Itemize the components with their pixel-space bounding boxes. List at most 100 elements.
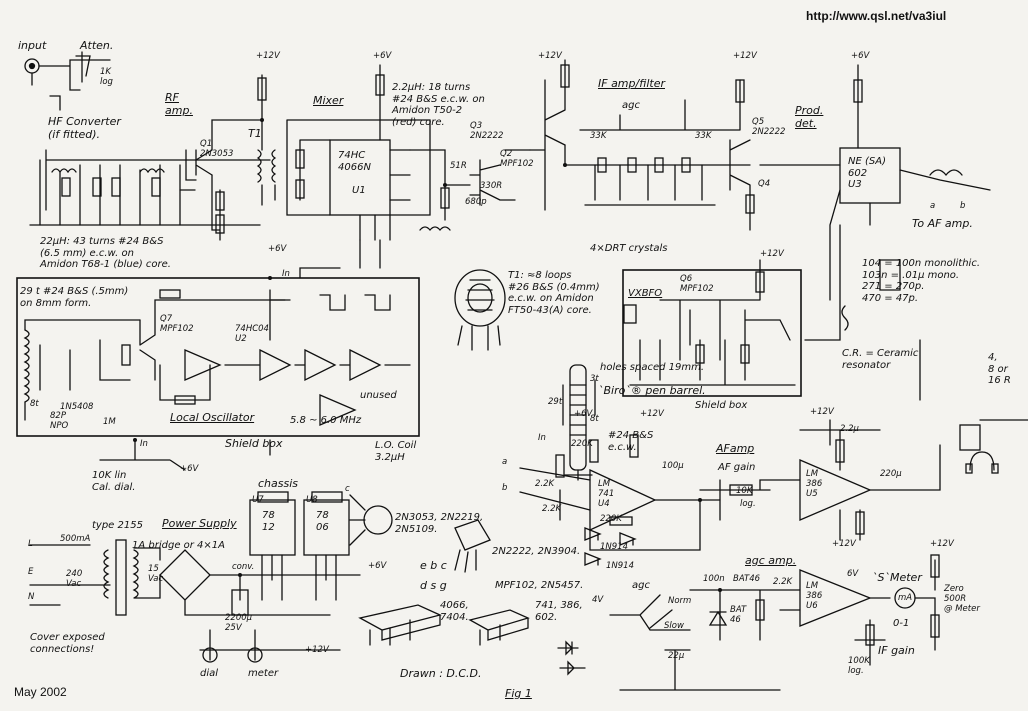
af-amp-label: AFamp <box>716 442 755 455</box>
af-gain-label: AF gain <box>718 462 756 473</box>
crystal-filter <box>597 157 691 173</box>
if-amp-filter-label: IF amp/filter <box>598 77 665 90</box>
figure-label: Fig 1 <box>505 687 532 700</box>
to92-outline <box>454 519 491 551</box>
8t-label: 8t <box>30 399 39 409</box>
conv-label: conv. <box>232 562 255 572</box>
u6-label: LM 386 U6 <box>806 581 823 611</box>
r33k-label: 33K <box>695 131 712 141</box>
in-label-2: In <box>282 269 290 279</box>
c100n-agc: 100n <box>703 574 725 584</box>
r2k2-label-2: 2.2K <box>542 504 562 514</box>
atten-pot-label: 1K log <box>100 67 113 87</box>
norm-label: Norm <box>668 596 692 606</box>
shield-box-label: Shield box <box>225 437 283 450</box>
note-dial: dial <box>200 668 219 679</box>
pin-c-label: c <box>345 484 350 494</box>
out-a-label: a <box>930 201 936 211</box>
pinout-to92: 2N2222, 2N3904. <box>492 546 581 557</box>
v6-2: +6V <box>851 51 870 61</box>
log-label: log. <box>740 499 756 509</box>
agc-amp-label: agc amp. <box>745 554 797 567</box>
note-monolithic: 104 = 100n monolithic. 103n = .01µ mono.… <box>862 258 981 304</box>
u7-tag: U7 <box>252 495 264 505</box>
v6-3: +6V <box>268 244 287 254</box>
d1n5408-label: 1N5408 <box>60 402 94 412</box>
pinout-ebc: e b c <box>420 559 447 572</box>
prod-det-label: Prod. det. <box>795 104 824 130</box>
note-ecw: #24 B&S e.c.w. <box>608 430 654 453</box>
v12-8: +12V <box>930 539 954 549</box>
diode-symbol <box>557 640 586 676</box>
local-oscillator-box <box>16 277 420 437</box>
drawn-by-label: Drawn : D.C.D. <box>400 667 482 680</box>
s-meter-label: `S`Meter <box>872 571 922 584</box>
n-label: N <box>28 592 35 602</box>
v12-5: +12V <box>640 409 664 419</box>
8t-coil-label: 8t <box>590 414 599 424</box>
u5-lm386 <box>799 459 872 521</box>
date-label: May 2002 <box>14 685 67 699</box>
note-speaker: 4, 8 or 16 R <box>988 352 1011 386</box>
r220k-fb-label: 220K <box>600 514 622 524</box>
v6l-label: 6V <box>847 569 859 579</box>
c22u-label: 22µ <box>668 651 685 661</box>
note-t1: T1: ≈8 loops #26 B&S (0.4mm) e.c.w. on A… <box>508 270 600 316</box>
c680-label: 680p <box>465 197 487 207</box>
q2-label: Q2 MPF102 <box>500 149 534 169</box>
e-label: E <box>28 567 34 577</box>
atten-label: Atten. <box>80 39 114 52</box>
shield-box2-label: Shield box <box>695 400 748 411</box>
u8-label: 78 06 <box>316 510 329 533</box>
source-url: http://www.qsl.net/va3iul <box>806 9 947 23</box>
r220k-label: 220K <box>571 439 593 449</box>
input-label: input <box>18 39 47 52</box>
vxbfo-box <box>622 269 802 397</box>
note-cover: Cover exposed connections! <box>30 632 105 655</box>
r330-label: 330R <box>480 181 503 191</box>
power-supply-label: Power Supply <box>162 517 237 530</box>
r1m-label: 1M <box>103 417 116 427</box>
v6-1: +6V <box>373 51 392 61</box>
note-transformer: type 2155 <box>92 520 143 531</box>
pinout-dsg: d s g <box>420 579 447 592</box>
pinout-fet: MPF102, 2N5457. <box>495 580 584 591</box>
note-holes: holes spaced 19mm. <box>600 362 705 373</box>
ma-label: mA <box>898 593 913 603</box>
r2k2-label-3: 2.2K <box>773 577 793 587</box>
u4-label: LM 741 U4 <box>598 479 615 509</box>
note-freq: 5.8 ~ 6.0 MHz <box>290 415 362 426</box>
u4-741 <box>589 468 657 532</box>
note-ceramic-resonator: C.R. = Ceramic resonator <box>842 348 919 371</box>
note-cal-dial: 10K lin Cal. dial. <box>92 470 136 493</box>
c82p-label: 82P NPO <box>50 411 69 431</box>
v12-3: +12V <box>733 51 757 61</box>
r51-label: 51R <box>450 161 467 171</box>
local-oscillator-label: Local Oscillator <box>170 411 255 424</box>
3t-label: 3t <box>590 374 599 384</box>
hf-converter-label: HF Converter (if fitted). <box>48 115 121 141</box>
input-a-label: a <box>502 457 508 467</box>
chassis-label: chassis <box>258 477 299 490</box>
pinout-dip14: 4066, 7404. <box>440 600 469 623</box>
note-osc-coil: 29 t #24 B&S (.5mm) on 8mm form. <box>20 286 129 309</box>
r100k-log-label: 100K log. <box>848 656 870 676</box>
agc-switch <box>649 609 673 629</box>
slow-label: Slow <box>664 621 684 631</box>
v12-4: +12V <box>760 249 784 259</box>
v12-7: +12V <box>832 539 856 549</box>
note-bridge: 1A bridge or 4×1A <box>132 540 225 551</box>
if-gain-label: IF gain <box>878 644 915 657</box>
u1b-label: U1 <box>352 185 366 196</box>
u1-label: 74HC 4066N <box>338 150 371 173</box>
q4-label: Q4 <box>758 179 771 189</box>
note-biro: `Biro`® pen barrel. <box>598 384 706 397</box>
note-crystals: 4×DRT crystals <box>590 243 668 254</box>
to-af-amp-label: To AF amp. <box>912 217 973 230</box>
v15-label: 15 Vac <box>148 564 164 584</box>
agc-label-2: agc <box>632 580 650 591</box>
c2200-label: 2200µ 25V <box>225 613 253 633</box>
v6-4: +6V <box>574 409 593 419</box>
